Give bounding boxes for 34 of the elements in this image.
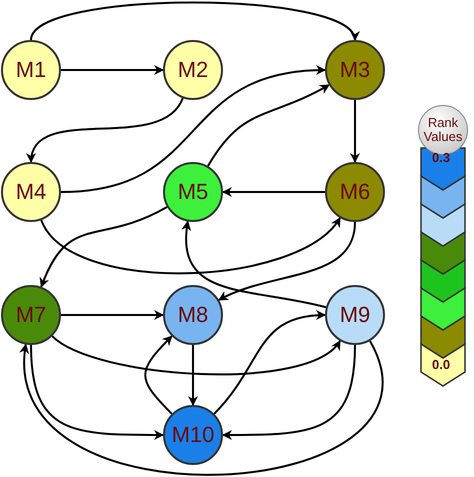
- node-label: M10: [172, 422, 214, 448]
- arrow: [222, 344, 356, 440]
- node-label: M7: [16, 302, 46, 328]
- node-label: M4: [16, 179, 46, 205]
- scale-value: 0.0: [432, 357, 450, 372]
- node-label: M9: [340, 302, 370, 328]
- arrow: [40, 217, 341, 274]
- arrow: [222, 187, 325, 197]
- arrow: [61, 65, 164, 75]
- arrow: [182, 220, 326, 308]
- node-label: M6: [340, 179, 370, 205]
- arrow: [350, 100, 360, 163]
- arrow: [28, 98, 184, 163]
- arrow: [213, 310, 326, 414]
- node-label: M2: [178, 57, 208, 83]
- arrow: [52, 335, 341, 376]
- arrow: [30, 344, 164, 440]
- module-node: [163, 405, 223, 465]
- node-label: M1: [16, 57, 46, 83]
- arrow: [60, 66, 326, 193]
- arrow: [61, 310, 164, 320]
- module-node: [163, 285, 223, 345]
- module-node: [1, 285, 61, 345]
- scale-value: 0.3: [432, 150, 450, 165]
- arrow: [188, 345, 198, 406]
- arrow: [218, 222, 356, 301]
- node-label: M5: [178, 179, 208, 205]
- node-label: Rank Values: [422, 116, 464, 144]
- node-label: M8: [178, 302, 208, 328]
- arrow: [21, 340, 383, 476]
- node-label: M3: [340, 57, 370, 83]
- arrow: [144, 336, 172, 414]
- arrow: [207, 84, 330, 167]
- arrow: [40, 206, 168, 288]
